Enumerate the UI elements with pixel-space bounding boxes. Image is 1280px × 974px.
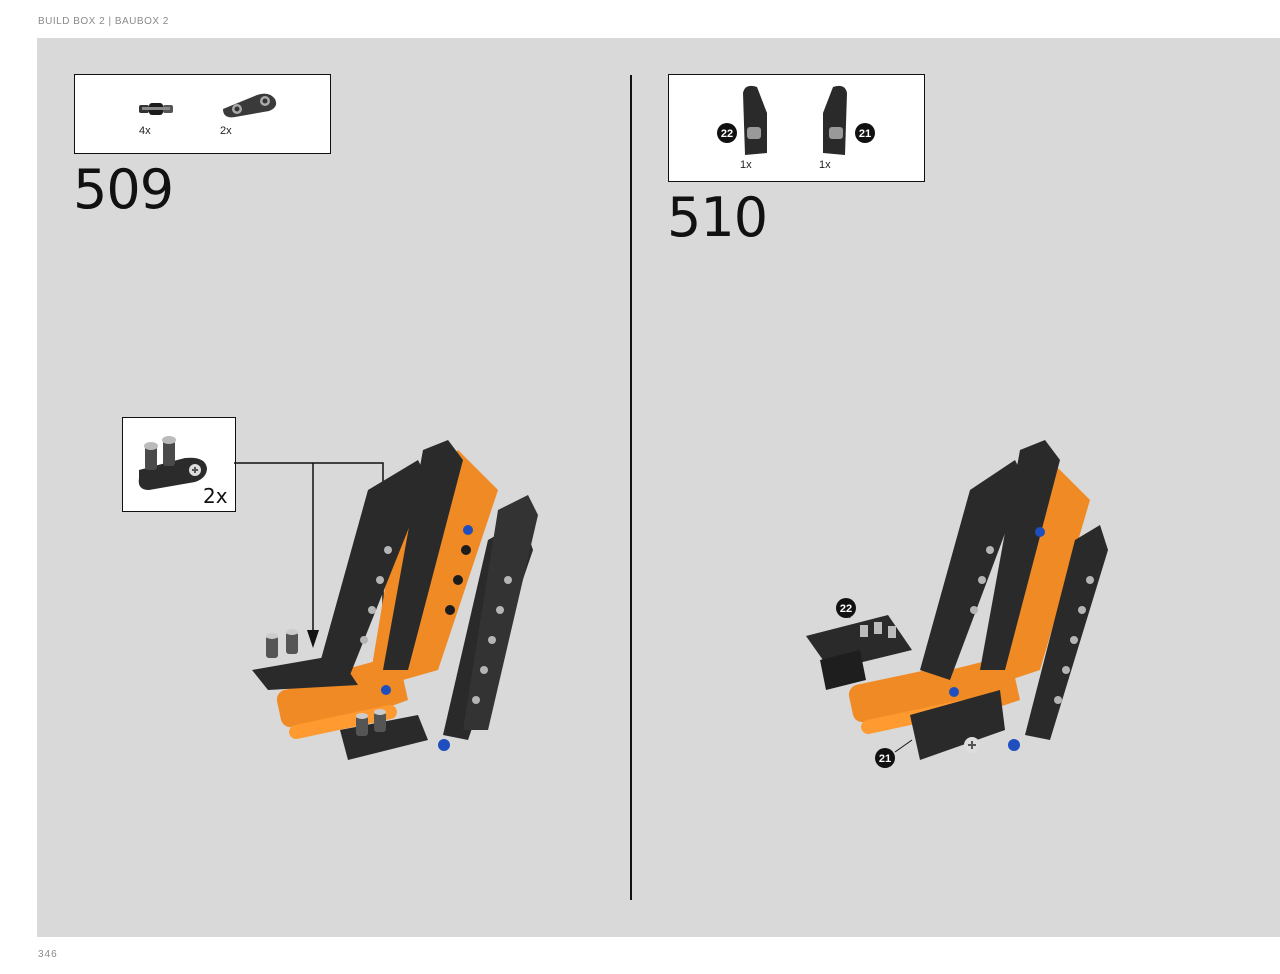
step-number-509: 509	[73, 158, 174, 221]
seat-assembly-509	[252, 440, 538, 760]
badge-label: 21	[879, 753, 891, 765]
panel-left-icon	[743, 85, 767, 155]
part-qty: 1x	[740, 159, 752, 171]
step-divider	[630, 75, 632, 900]
double-pin-subassembly-icon	[138, 436, 207, 490]
seat-assembly-510	[806, 440, 1108, 760]
badge-label: 22	[840, 603, 852, 615]
parts-list-510: 22 1x 21 1x	[668, 74, 925, 182]
assembly-badge-21: 21	[875, 748, 895, 768]
badge-label: 21	[859, 128, 871, 140]
part-qty: 4x	[139, 125, 151, 137]
subassembly-callout: 2x	[122, 417, 236, 512]
part-qty: 1x	[819, 159, 831, 171]
panel-right-icon	[823, 85, 847, 155]
badge-22-icon: 22	[717, 123, 737, 143]
page-number: 346	[38, 949, 58, 960]
page-header: BUILD BOX 2 | BAUBOX 2	[38, 16, 169, 27]
step-number-510: 510	[667, 186, 768, 249]
callout-qty: 2x	[203, 484, 228, 508]
part-qty: 2x	[220, 125, 232, 137]
beam-connector-icon	[223, 93, 277, 118]
badge-21-icon: 21	[855, 123, 875, 143]
badge-label: 22	[721, 128, 733, 140]
axle-pin-icon	[139, 103, 173, 115]
assembly-badge-22: 22	[836, 598, 856, 618]
parts-list-509: 4x 2x	[74, 74, 331, 154]
